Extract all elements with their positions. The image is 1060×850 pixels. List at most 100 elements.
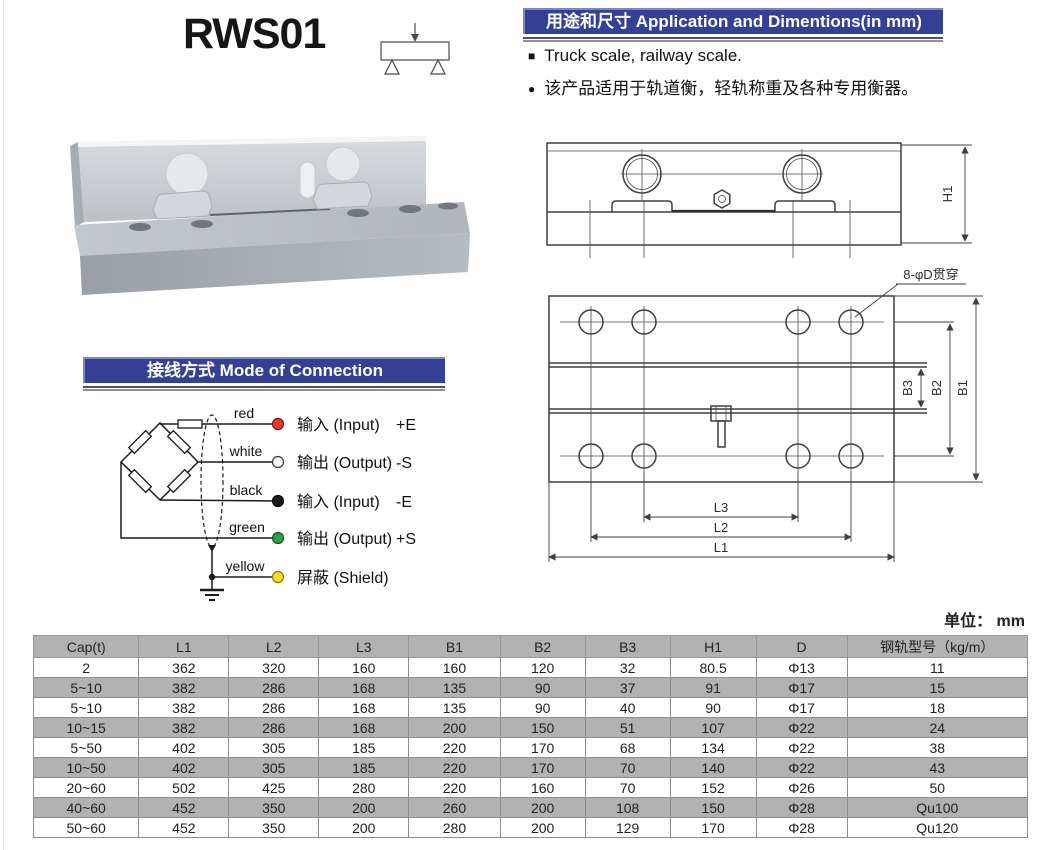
table-cell: 10~15 <box>32 717 140 738</box>
table-cell: 200 <box>318 817 410 838</box>
table-cell: 168 <box>318 717 410 738</box>
dim-label-l1: L1 <box>714 540 728 555</box>
table-cell: 170 <box>669 817 757 838</box>
table-cell: 402 <box>138 757 230 778</box>
elevation-drawing: H1 <box>546 142 972 258</box>
dim-label-b2: B2 <box>929 380 944 396</box>
base-hole <box>438 202 458 210</box>
table-cell: Φ28 <box>755 817 848 838</box>
column-header: D <box>755 635 848 658</box>
wire-dot-yellow <box>271 570 285 584</box>
table-cell: 286 <box>228 677 320 698</box>
table-cell: Φ17 <box>755 697 848 718</box>
plan-drawing: B3 B2 B1 L3 L2 L1 8-φD贯穿 <box>548 267 983 562</box>
wire-dot-white <box>271 455 285 469</box>
table-cell: 220 <box>408 777 501 798</box>
product-photo <box>70 136 470 295</box>
base-hole <box>129 223 151 231</box>
table-cell: 280 <box>408 817 501 838</box>
bridge-resistors <box>127 419 203 494</box>
column-header: B2 <box>499 635 586 658</box>
table-cell: 185 <box>318 737 410 758</box>
column-header: L3 <box>318 635 410 658</box>
table-cell: 200 <box>318 797 410 818</box>
dim-label-l3: L3 <box>714 500 728 515</box>
wire-name-green: green <box>229 519 265 535</box>
table-cell: 286 <box>228 697 320 718</box>
table-cell: 90 <box>499 677 586 698</box>
table-cell: 107 <box>669 717 757 738</box>
table-cell: 20~60 <box>32 777 140 798</box>
connection-section-header: 接线方式 Mode of Connection <box>83 357 445 383</box>
table-cell: 168 <box>318 697 410 718</box>
table-cell: 91 <box>669 677 757 698</box>
table-cell: 129 <box>584 817 671 838</box>
table-cell: 18 <box>846 697 1029 718</box>
wire-dot-red <box>271 417 285 431</box>
table-cell: 200 <box>408 717 501 738</box>
dim-label-l2: L2 <box>714 520 728 535</box>
table-cell: 70 <box>584 757 671 778</box>
column-header: H1 <box>669 635 757 658</box>
page-title: RWS01 <box>183 10 326 58</box>
wire-signal-1: +E <box>396 417 416 434</box>
table-cell: Φ17 <box>755 677 848 698</box>
wire-signal-2: -S <box>396 455 412 472</box>
dim-label-h1: H1 <box>940 186 955 203</box>
wire-function-1: 输入 (Input) <box>297 416 380 434</box>
table-cell: 90 <box>669 697 757 718</box>
table-cell: 135 <box>408 697 501 718</box>
table-cell: 80.5 <box>669 657 757 678</box>
table-cell: 185 <box>318 757 410 778</box>
table-cell: 170 <box>499 757 586 778</box>
table-cell: 90 <box>499 697 586 718</box>
square-bullet-icon: ■ <box>528 49 536 63</box>
table-cell: 160 <box>499 777 586 798</box>
table-cell: 286 <box>228 717 320 738</box>
beam-load-icon <box>380 23 450 75</box>
table-cell: 160 <box>318 657 410 678</box>
wire-signal-4: +S <box>396 531 416 548</box>
table-cell: 200 <box>499 817 586 838</box>
wire-function-3: 输入 (Input) <box>297 493 380 511</box>
table-cell: 170 <box>499 737 586 758</box>
table-cell: 5~50 <box>32 737 140 758</box>
wire-function-5: 屏蔽 (Shield) <box>297 569 389 587</box>
table-cell: Φ13 <box>755 657 848 678</box>
base-hole <box>347 209 369 217</box>
table-cell: 135 <box>408 677 501 698</box>
column-header: L2 <box>228 635 320 658</box>
table-cell: 382 <box>138 677 230 698</box>
table-cell: 70 <box>584 777 671 798</box>
table-cell: 220 <box>408 757 501 778</box>
wire-name-white: white <box>229 443 263 459</box>
table-cell: Φ28 <box>755 797 848 818</box>
table-cell: 38 <box>846 737 1029 758</box>
table-cell: 402 <box>138 737 230 758</box>
hex-bolt-icon <box>713 189 731 209</box>
column-header: L1 <box>138 635 230 658</box>
table-cell: 5~10 <box>32 677 140 698</box>
rail-clip-left <box>152 190 213 220</box>
cable-sheath-ellipse <box>200 414 224 548</box>
wire-dot-green <box>271 531 285 545</box>
ground-icon <box>200 588 224 601</box>
table-cell: 140 <box>669 757 757 778</box>
table-cell: 43 <box>846 757 1029 778</box>
mount-hole-right <box>325 146 361 182</box>
table-cell: 108 <box>584 797 671 818</box>
table-cell: 11 <box>846 657 1029 678</box>
table-cell: Qu100 <box>846 797 1029 818</box>
rail-clip-right <box>312 181 373 210</box>
cable-connector-symbol <box>710 405 732 448</box>
table-cell: 382 <box>138 697 230 718</box>
table-cell: 305 <box>228 737 320 758</box>
table-cell: 320 <box>228 657 320 678</box>
